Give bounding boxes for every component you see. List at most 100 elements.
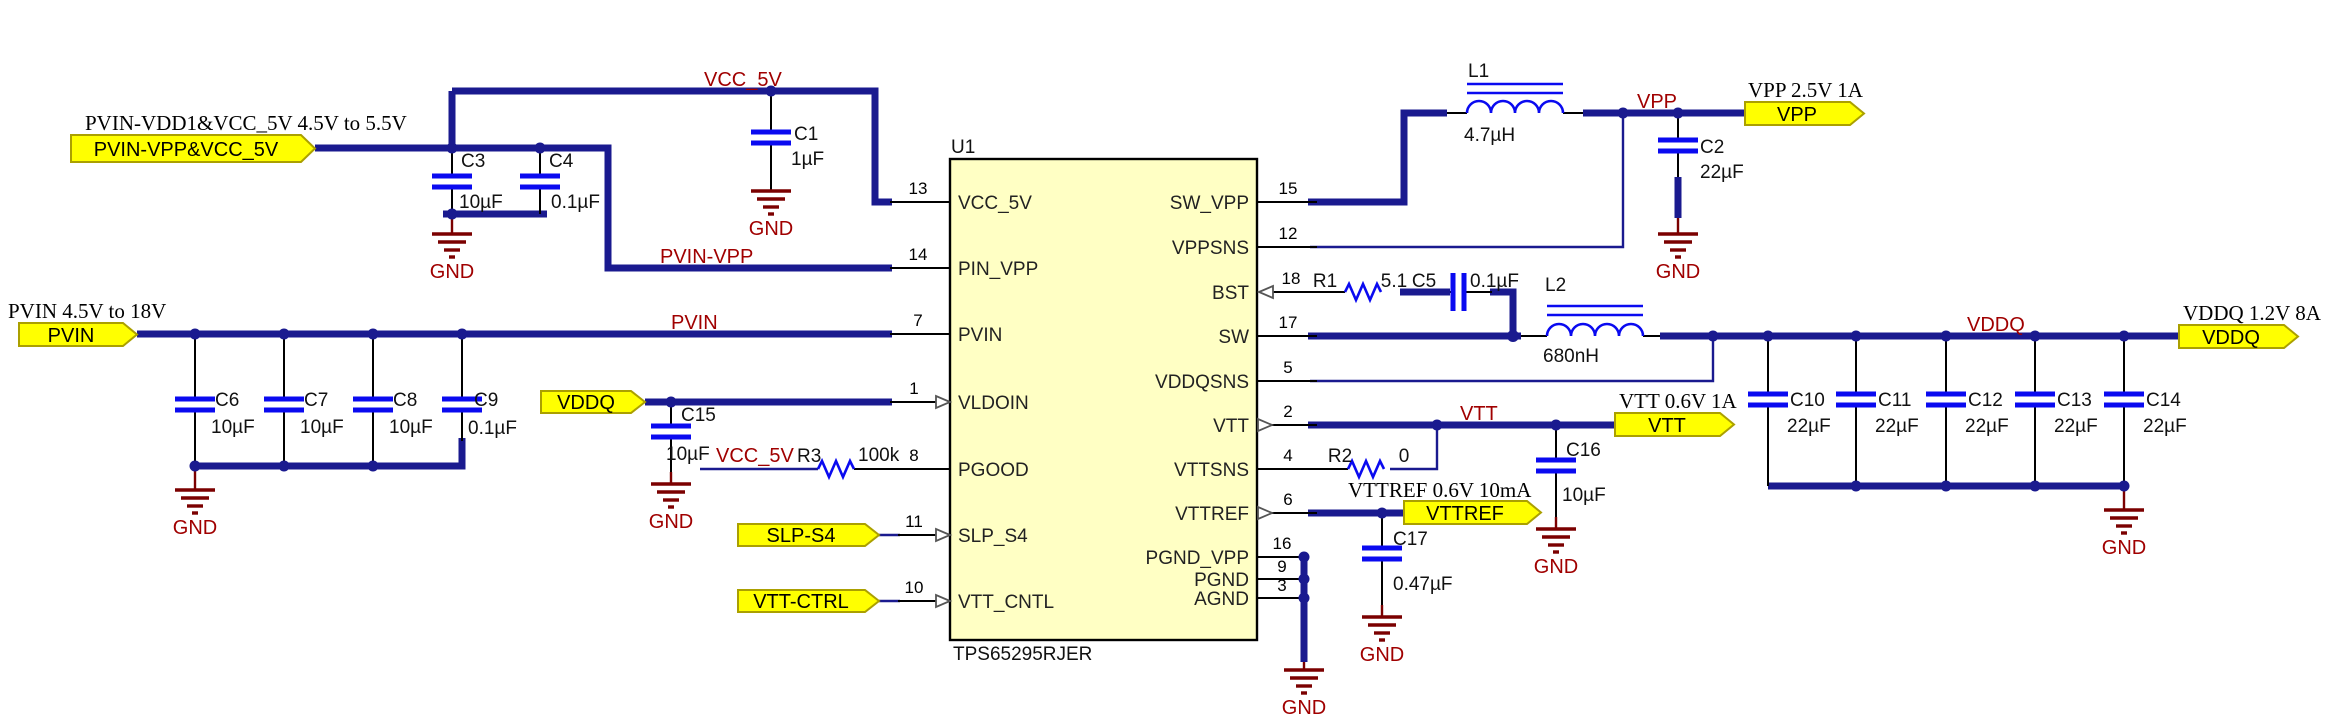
inductor-l1: L1 4.7µH: [1447, 61, 1583, 146]
annotation-vttref-rating: VTTREF 0.6V 10mA: [1348, 478, 1532, 502]
r1-ref: R1: [1313, 271, 1337, 292]
c16-value: 10µF: [1562, 485, 1606, 506]
pin-name-pvin: PVIN: [958, 325, 1002, 346]
capacitor-c15: C15 10µF: [651, 402, 716, 472]
capacitor-c10: C10 22µF: [1748, 336, 1831, 486]
pin-number-11: 11: [905, 512, 923, 531]
wire-vddqsns: [1310, 339, 1715, 383]
capacitor-c13: C13 22µF: [2015, 336, 2098, 486]
pin-name-vtt: VTT: [1213, 416, 1249, 437]
capacitor-c1: C1 1µF: [751, 91, 824, 190]
pin-name-slps4: SLP_S4: [958, 526, 1028, 547]
gnd-label: GND: [2102, 537, 2146, 559]
pin-name-sw: SW: [1218, 327, 1249, 348]
ic-refdes: U1: [951, 137, 975, 158]
c6-ref: C6: [215, 390, 239, 411]
flag-vtt: VTT: [1614, 412, 1736, 437]
c1-value: 1µF: [791, 149, 824, 170]
ic-part-number: TPS65295RJER: [953, 644, 1092, 665]
flag-pvin: PVIN: [18, 322, 139, 347]
pin-name-bst: BST: [1212, 283, 1249, 304]
capacitor-c17: C17 0.47µF: [1362, 513, 1453, 605]
net-label-pvinvpp: PVIN-VPP: [660, 246, 753, 268]
flag-vttref: VTTREF: [1403, 500, 1543, 525]
c4-ref: C4: [549, 151, 574, 172]
pin-name-vttcntl: VTT_CNTL: [958, 592, 1054, 613]
c8-ref: C8: [393, 390, 417, 411]
gnd-label: GND: [1282, 697, 1326, 719]
net-label-vddq: VDDQ: [1967, 314, 2025, 336]
pin-name-pgnd: PGND: [1194, 570, 1249, 591]
flag-label: PVIN: [48, 325, 95, 347]
pin-number-5: 5: [1283, 358, 1292, 377]
wire-pvin-gnd-rail: [195, 438, 466, 470]
gnd-symbol-c1: GND: [749, 189, 793, 240]
pin-number-1: 1: [909, 379, 918, 398]
inductor-l2: L2 680nH: [1521, 275, 1660, 367]
pin-number-7: 7: [913, 311, 922, 330]
gnd-label: GND: [649, 511, 693, 533]
annotation-input-5v: PVIN-VDD1&VCC_5V 4.5V to 5.5V: [85, 111, 407, 135]
c5-ref: C5: [1412, 271, 1436, 292]
net-labels: VCC_5V PVIN-VPP PVIN VCC_5V VPP VTT VDDQ: [660, 69, 2025, 467]
flag-label: VPP: [1777, 104, 1817, 126]
pin-number-6: 6: [1283, 490, 1292, 509]
c14-value: 22µF: [2143, 416, 2187, 437]
pin-number-13: 13: [909, 179, 928, 198]
c1-ref: C1: [794, 124, 818, 145]
r2-ref: R2: [1328, 446, 1352, 467]
flag-label: VDDQ: [557, 392, 615, 414]
c17-ref: C17: [1393, 529, 1428, 550]
pin-number-18: 18: [1282, 269, 1301, 288]
flag-label: PVIN-VPP&VCC_5V: [94, 139, 279, 161]
pin-number-15: 15: [1279, 179, 1298, 198]
gnd-symbol-vddq: GND: [2102, 486, 2146, 559]
capacitor-c14: C14 22µF: [2104, 336, 2187, 486]
net-label-vpp: VPP: [1637, 91, 1677, 113]
flag-vddq-in: VDDQ: [540, 390, 647, 414]
l1-ref: L1: [1468, 61, 1489, 82]
annotation-vpp-rating: VPP 2.5V 1A: [1748, 78, 1864, 102]
flag-label: VTT-CTRL: [753, 591, 849, 613]
flag-label: VTTREF: [1426, 503, 1504, 525]
c16-ref: C16: [1566, 440, 1601, 461]
gnd-label: GND: [1534, 556, 1578, 578]
pin-number-3: 3: [1277, 576, 1286, 595]
c6-value: 10µF: [211, 417, 255, 438]
gnd-symbol-c3: GND: [430, 214, 474, 283]
gnd-symbol-c2: GND: [1656, 218, 1700, 283]
gnd-label: GND: [430, 261, 474, 283]
output-arrow-vttref: [1257, 505, 1275, 521]
r3-value: 100k: [858, 445, 900, 466]
resistor-r2: R2 0: [1328, 446, 1409, 481]
wire-vcc5v-toprail: [452, 87, 892, 206]
capacitor-c16: C16 10µF: [1536, 425, 1606, 517]
r1-value: 5.1: [1381, 271, 1407, 292]
flag-vtt-ctrl: VTT-CTRL: [737, 589, 881, 613]
pin-name-vddqsns: VDDQSNS: [1155, 372, 1249, 393]
capacitor-c11: C11 22µF: [1836, 336, 1919, 486]
pin-number-16: 16: [1273, 534, 1292, 553]
annotation-vtt-rating: VTT 0.6V 1A: [1619, 389, 1737, 413]
flag-label: VTT: [1648, 415, 1686, 437]
capacitor-c4: C4 0.1µF: [520, 148, 600, 214]
c10-value: 22µF: [1787, 416, 1831, 437]
c15-ref: C15: [681, 405, 716, 426]
gnd-label: GND: [173, 517, 217, 539]
gnd-symbol-c6: GND: [173, 466, 217, 539]
pin-name-pgood: PGOOD: [958, 460, 1029, 481]
pin-number-4: 4: [1283, 446, 1292, 465]
r3-ref: R3: [797, 446, 821, 467]
c15-value: 10µF: [666, 444, 710, 465]
c13-ref: C13: [2057, 390, 2092, 411]
wire-swvpp: [1308, 109, 1447, 206]
c13-value: 22µF: [2054, 416, 2098, 437]
gnd-symbol-pgnd: GND: [1282, 662, 1326, 719]
capacitor-c3: C3 10µF: [432, 148, 503, 214]
input-arrow-vttcntl: [935, 593, 953, 609]
gnd-symbol-c16: GND: [1534, 517, 1578, 578]
gnd-label: GND: [749, 218, 793, 240]
annotation-vddq-rating: VDDQ 1.2V 8A: [2183, 301, 2322, 325]
c3-ref: C3: [461, 151, 485, 172]
